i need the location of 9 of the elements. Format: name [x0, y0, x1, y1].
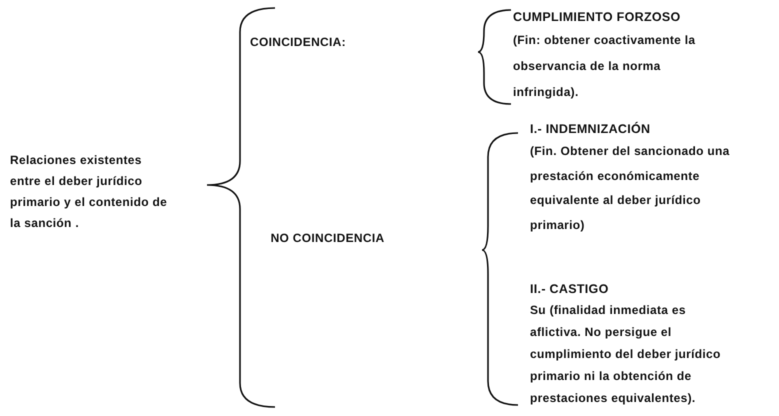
label-text: NO COINCIDENCIA — [270, 232, 386, 244]
heading-text: I.- INDEMNIZACIÓN — [530, 122, 652, 137]
description-text: Su (finalidad inmediata es aflictiva. No persigue el cumplimiento del deber jurídico primario ni la obtención de prestaciones equivalentes). — [530, 302, 722, 407]
description-text: (Fin. Obtener del sancionado una prestación económicamente equivalente al deber jurídico primario) — [530, 143, 730, 234]
heading-text: II.- CASTIGO — [530, 282, 610, 297]
description-text: (Fin: obtener coactivamente la observancia de la norma infringida). — [513, 32, 696, 101]
label-text: Relaciones existentes entre el deber jurídico primario y el contenido de la sanción . — [10, 152, 168, 232]
heading-text: CUMPLIMIENTO FORZOSO — [513, 10, 682, 25]
label-text: COINCIDENCIA: — [250, 35, 347, 49]
